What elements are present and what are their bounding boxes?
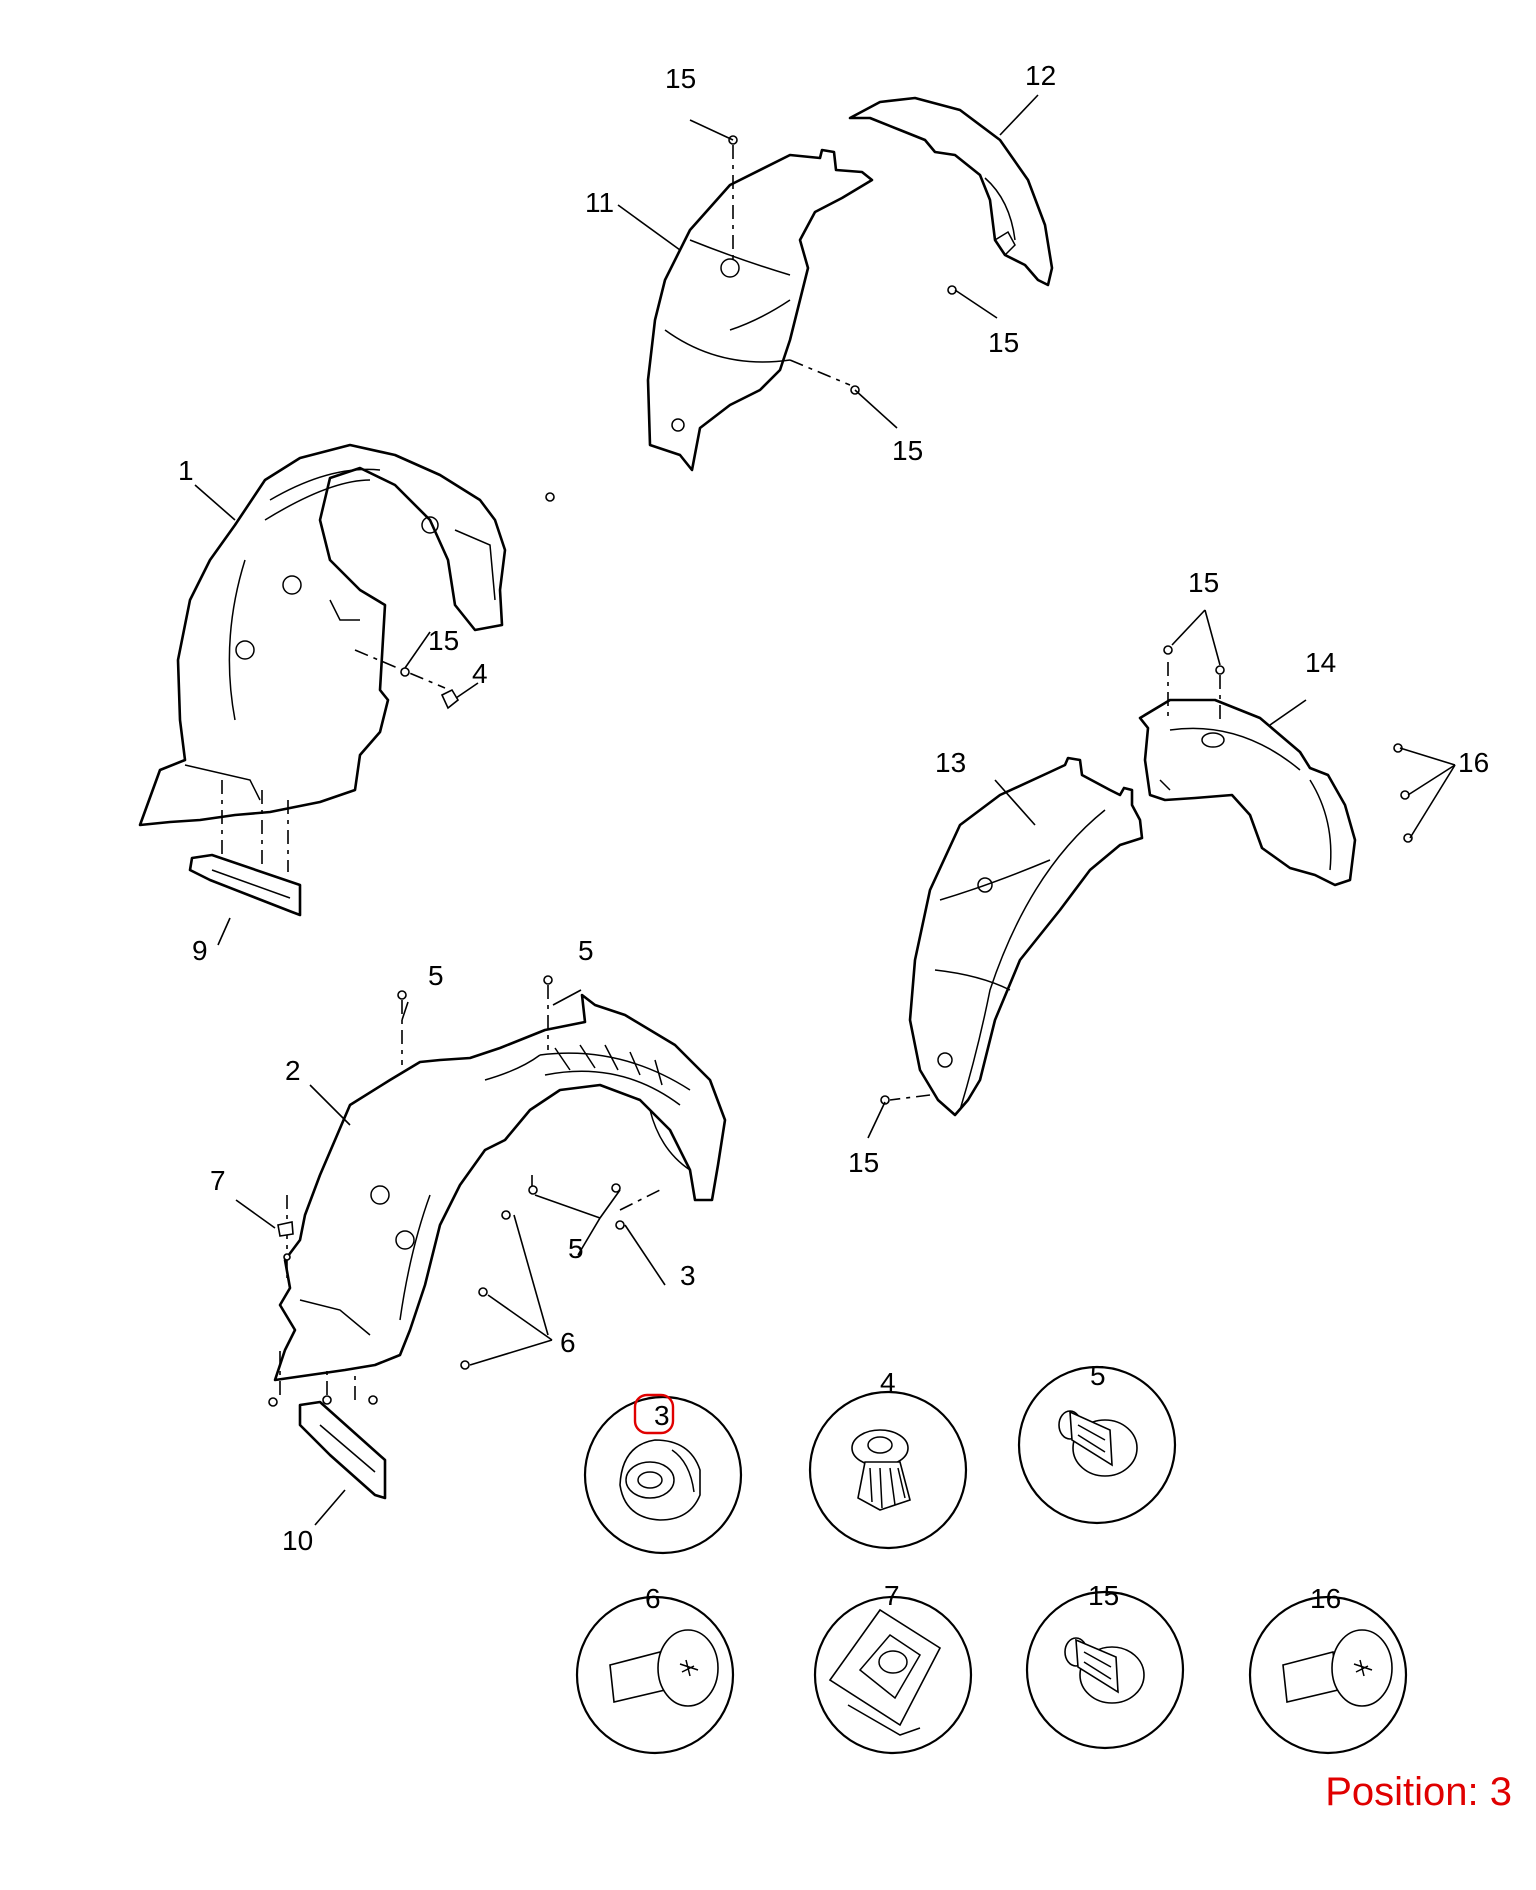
callout-6-assembly[interactable]: 6: [560, 1327, 576, 1358]
alignment-lines: [221, 145, 1221, 1400]
detail-part-16[interactable]: 16: [1248, 1583, 1408, 1755]
callout-15-lower-right[interactable]: 15: [848, 1147, 879, 1178]
callout-15-left[interactable]: 15: [428, 625, 459, 656]
callout-12[interactable]: 12: [1025, 60, 1056, 91]
part-12-splash-guard[interactable]: [848, 96, 1054, 287]
detail-label-5[interactable]: 5: [1090, 1360, 1106, 1391]
detail-part-15[interactable]: 15: [1025, 1580, 1185, 1750]
callout-5-middle[interactable]: 5: [568, 1233, 584, 1264]
part-2-wheel-arch-liner[interactable]: [273, 993, 727, 1382]
detail-label-16[interactable]: 16: [1310, 1583, 1341, 1614]
callout-1[interactable]: 1: [178, 455, 194, 486]
detail-part-3[interactable]: 3: [583, 1393, 743, 1555]
callout-3-assembly[interactable]: 3: [680, 1260, 696, 1291]
detail-part-6[interactable]: 6: [575, 1583, 735, 1755]
callout-7-assembly[interactable]: 7: [210, 1165, 226, 1196]
callout-4-assembly[interactable]: 4: [472, 658, 488, 689]
callout-15-top[interactable]: 15: [665, 63, 696, 94]
leader-lines: [194, 94, 1456, 1526]
assembly-callouts: 1 2 3 4 5 5 5 6 7 9 10 11 12 13 14 15 15…: [178, 60, 1489, 1556]
callout-11[interactable]: 11: [585, 187, 614, 218]
callout-5-top-right[interactable]: 5: [578, 935, 594, 966]
callout-15-right[interactable]: 15: [1188, 567, 1219, 598]
highlight-ring: [633, 1393, 675, 1435]
callout-15-right-top[interactable]: 15: [988, 327, 1019, 358]
callout-10[interactable]: 10: [282, 1525, 313, 1556]
callout-14[interactable]: 14: [1305, 647, 1336, 678]
assembly-fasteners: [268, 135, 1413, 1407]
part-13-wheel-arch-liner[interactable]: [908, 756, 1144, 1117]
callout-15-mid[interactable]: 15: [892, 435, 923, 466]
detail-label-6[interactable]: 6: [645, 1583, 661, 1614]
part-10-bracket[interactable]: [298, 1400, 387, 1500]
callout-13[interactable]: 13: [935, 747, 966, 778]
part-9-bracket[interactable]: [188, 853, 302, 917]
callout-16-assembly[interactable]: 16: [1458, 747, 1489, 778]
callout-2[interactable]: 2: [285, 1055, 301, 1086]
detail-label-3[interactable]: 3: [654, 1400, 670, 1431]
part-11-wheel-arch-liner[interactable]: [646, 148, 874, 472]
detail-part-5[interactable]: 5: [1017, 1360, 1177, 1525]
callout-5-top-left[interactable]: 5: [428, 960, 444, 991]
detail-label-7[interactable]: 7: [884, 1580, 900, 1611]
position-indicator: Position: 3: [1325, 1770, 1512, 1814]
part-14-wheel-arch-liner[interactable]: [1138, 698, 1357, 887]
detail-part-4[interactable]: 4: [808, 1367, 968, 1550]
part-1-wheel-arch-liner[interactable]: [138, 443, 507, 827]
detail-label-4[interactable]: 4: [880, 1367, 896, 1398]
detail-label-15[interactable]: 15: [1088, 1580, 1119, 1611]
callout-9[interactable]: 9: [192, 935, 208, 966]
detail-part-7[interactable]: 7: [813, 1580, 973, 1755]
